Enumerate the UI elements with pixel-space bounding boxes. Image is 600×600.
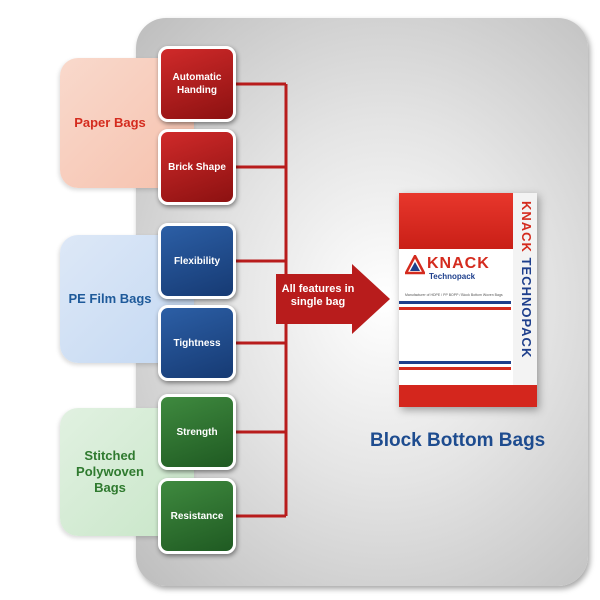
block-bottom-bag-image: KNACK TECHNOPACK KNACK Technopack Manufa… bbox=[399, 193, 537, 407]
feature-flexibility: Flexibility bbox=[158, 223, 236, 299]
bag-vertical-brand-1: KNACK bbox=[519, 201, 534, 253]
feature-label: Tightness bbox=[173, 337, 221, 349]
feature-resistance: Resistance bbox=[158, 478, 236, 554]
bag-vertical-brand-2: TECHNOPACK bbox=[519, 257, 534, 359]
bag-vertical-brand: KNACK TECHNOPACK bbox=[516, 201, 534, 358]
bag-logo-text: KNACK bbox=[427, 255, 490, 272]
bag-logo-subtext: Technopack bbox=[429, 272, 476, 281]
bag-bottom-band bbox=[399, 385, 537, 407]
bag-stripe bbox=[399, 367, 511, 370]
arrow-label: All features in single bag bbox=[281, 283, 355, 308]
feature-label: Resistance bbox=[170, 510, 224, 522]
bag-stripe bbox=[399, 361, 511, 364]
feature-label: Brick Shape bbox=[168, 161, 226, 173]
bag-stripe bbox=[399, 301, 511, 304]
feature-brick-shape: Brick Shape bbox=[158, 129, 236, 205]
feature-label: Flexibility bbox=[173, 255, 221, 267]
feature-strength: Strength bbox=[158, 394, 236, 470]
bag-side-panel bbox=[513, 193, 537, 407]
product-title: Block Bottom Bags bbox=[370, 430, 546, 451]
feature-automatic-handing: Automatic Handing bbox=[158, 46, 236, 122]
category-label: PE Film Bags bbox=[68, 291, 152, 306]
triangle-logo-icon bbox=[405, 255, 425, 275]
category-label: Stitched Polywoven Bags bbox=[76, 448, 144, 495]
bag-description: Manufacturer of HDPE / PP BOPP / Block B… bbox=[405, 293, 503, 297]
category-label: Paper Bags bbox=[74, 115, 146, 130]
feature-tightness: Tightness bbox=[158, 305, 236, 381]
bag-stripe bbox=[399, 307, 511, 310]
arrow-right-icon bbox=[276, 264, 390, 334]
feature-label: Strength bbox=[176, 426, 218, 438]
feature-label: Automatic Handing bbox=[172, 72, 222, 96]
